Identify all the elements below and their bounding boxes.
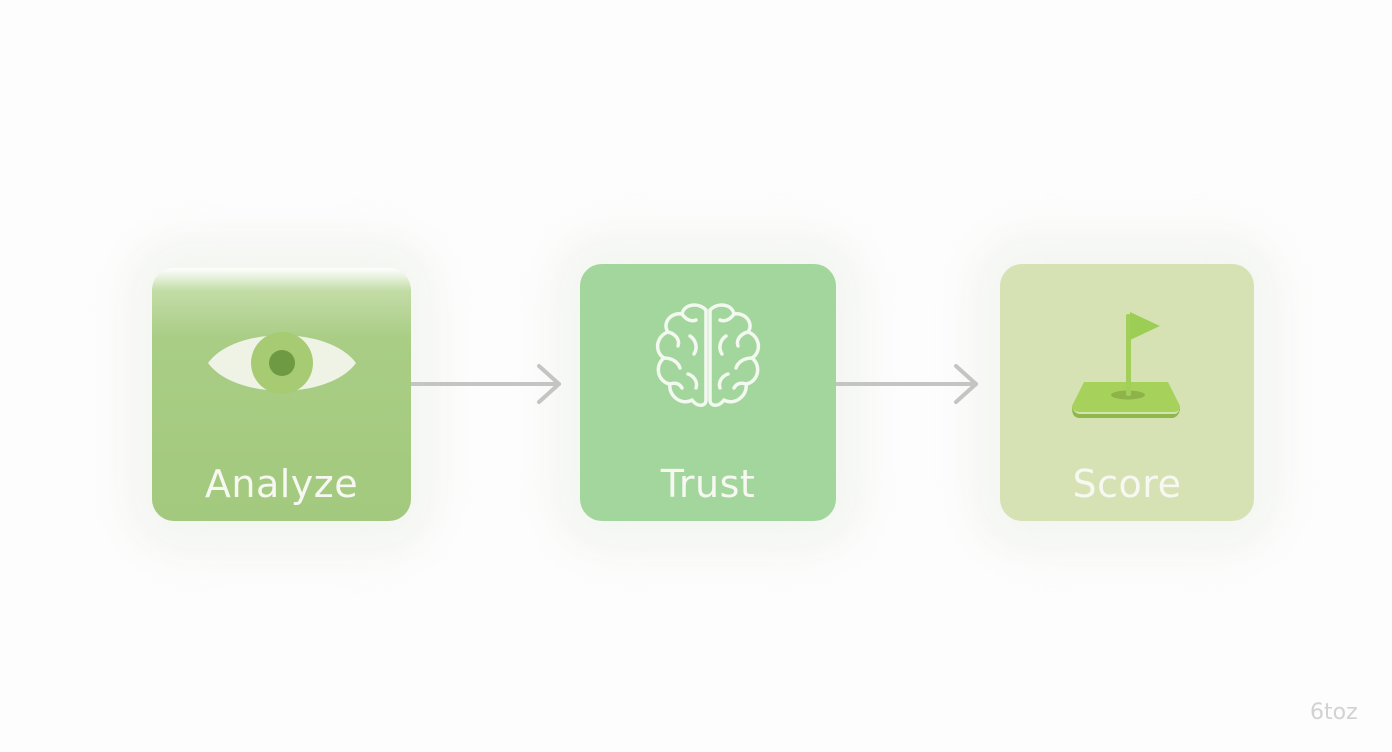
arrow-right-icon <box>836 364 978 404</box>
eye-icon <box>208 332 356 394</box>
step-card-trust <box>580 264 836 521</box>
step-label-trust: Trust <box>660 462 756 506</box>
brain-icon <box>655 303 761 407</box>
step-label-analyze: Analyze <box>204 462 359 506</box>
arrow-right-icon <box>411 364 561 404</box>
step-card-analyze <box>152 268 411 521</box>
step-label-score: Score <box>1072 462 1182 506</box>
golf-flag-icon <box>1072 312 1180 418</box>
watermark: 6toz <box>1310 700 1358 725</box>
